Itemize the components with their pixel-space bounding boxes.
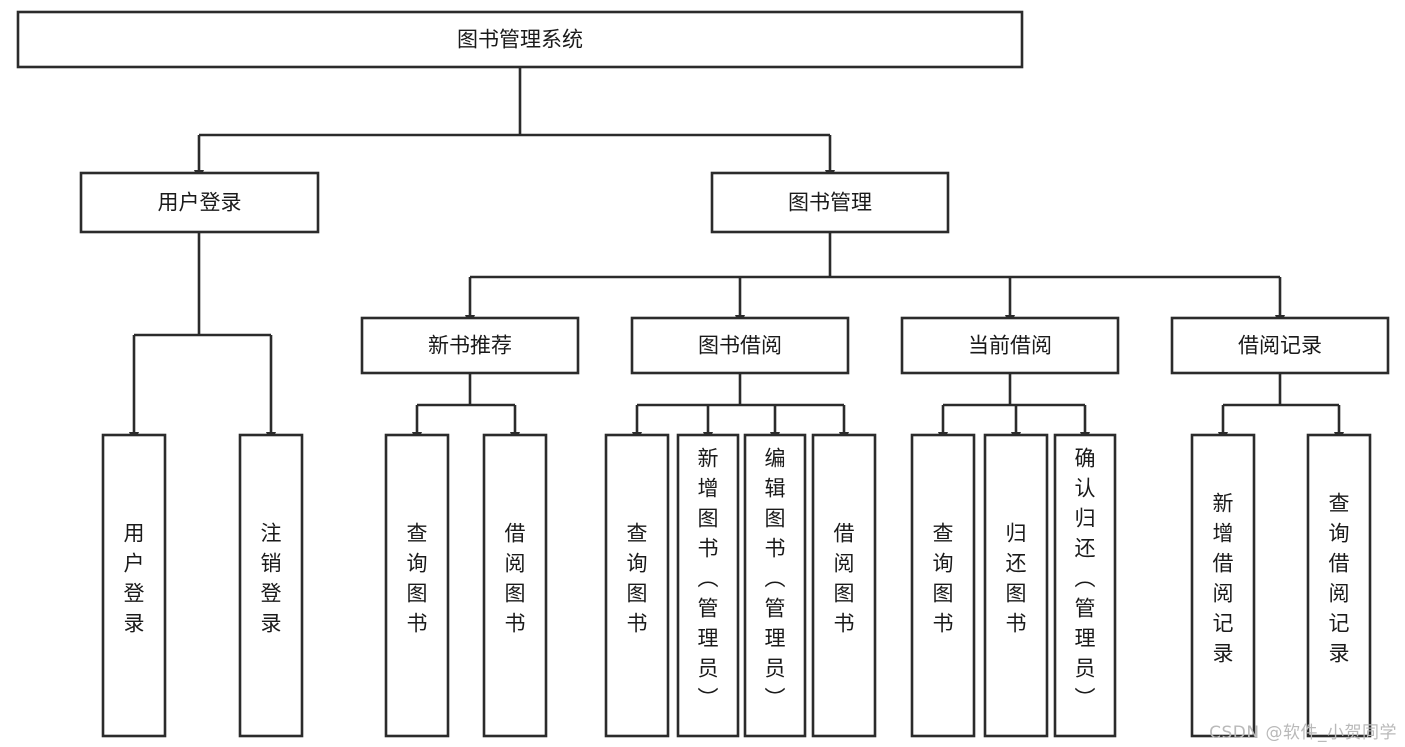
node-level3-借阅记录-3[interactable]: 借阅记录 — [1170, 316, 1390, 375]
node-label: 图书借阅 — [698, 334, 782, 358]
node-box-rect — [384, 433, 450, 738]
connector-lines — [129, 67, 1344, 443]
node-box-rect — [743, 433, 807, 738]
node-leaf-注销登录-1[interactable]: 注销登录 — [238, 433, 304, 738]
node-box-rect — [604, 433, 670, 738]
node-level3-新书推荐-0[interactable]: 新书推荐 — [360, 316, 580, 375]
node-label: 用户登录 — [158, 191, 242, 215]
node-level2-图书管理-1[interactable]: 图书管理 — [710, 171, 950, 234]
node-box-rect — [1053, 433, 1117, 738]
node-label: 查询图书 — [933, 522, 954, 636]
node-box-rect — [360, 316, 580, 375]
node-root-图书管理系统-0[interactable]: 图书管理系统 — [16, 10, 1024, 69]
node-leaf-查询图书-4[interactable]: 查询图书 — [604, 433, 670, 738]
node-box-rect — [238, 433, 304, 738]
node-box-rect — [1170, 316, 1390, 375]
node-label: 新增图书︵管理员︶ — [698, 447, 719, 711]
node-leaf-归还图书-9[interactable]: 归还图书 — [983, 433, 1049, 738]
node-box-rect — [16, 10, 1024, 69]
node-leaf-查询图书-2[interactable]: 查询图书 — [384, 433, 450, 738]
node-label: 图书管理 — [788, 191, 872, 215]
node-leaf-新增图书管理员-5[interactable]: 新增图书︵管理员︶ — [676, 433, 740, 738]
node-leaf-新增借阅记录-11[interactable]: 新增借阅记录 — [1190, 433, 1256, 738]
node-box-rect — [983, 433, 1049, 738]
node-label: 借阅图书 — [505, 522, 526, 636]
node-boxes: 图书管理系统用户登录图书管理新书推荐图书借阅当前借阅借阅记录用户登录注销登录查询… — [16, 10, 1390, 738]
node-label: 当前借阅 — [968, 334, 1052, 358]
node-box-rect — [811, 433, 877, 738]
node-leaf-查询借阅记录-12[interactable]: 查询借阅记录 — [1306, 433, 1372, 738]
node-label: 借阅记录 — [1238, 334, 1322, 358]
node-label: 借阅图书 — [834, 522, 855, 636]
node-label: 新增借阅记录 — [1213, 492, 1234, 666]
node-label: 编辑图书︵管理员︶ — [765, 447, 786, 711]
node-level3-当前借阅-2[interactable]: 当前借阅 — [900, 316, 1120, 375]
node-box-rect — [482, 433, 548, 738]
node-box-rect — [630, 316, 850, 375]
node-level2-用户登录-0[interactable]: 用户登录 — [79, 171, 320, 234]
node-label: 查询图书 — [627, 522, 648, 636]
node-box-rect — [101, 433, 167, 738]
node-leaf-借阅图书-3[interactable]: 借阅图书 — [482, 433, 548, 738]
node-leaf-借阅图书-7[interactable]: 借阅图书 — [811, 433, 877, 738]
node-leaf-查询图书-8[interactable]: 查询图书 — [910, 433, 976, 738]
node-box-rect — [79, 171, 320, 234]
node-leaf-编辑图书管理员-6[interactable]: 编辑图书︵管理员︶ — [743, 433, 807, 738]
node-box-rect — [676, 433, 740, 738]
node-box-rect — [910, 433, 976, 738]
node-label: 查询图书 — [407, 522, 428, 636]
node-box-rect — [1190, 433, 1256, 738]
node-box-rect — [900, 316, 1120, 375]
node-leaf-用户登录-0[interactable]: 用户登录 — [101, 433, 167, 738]
node-box-rect — [710, 171, 950, 234]
node-leaf-确认归还管理员-10[interactable]: 确认归还︵管理员︶ — [1053, 433, 1117, 738]
csdn-watermark: CSDN @软件_小贺同学 — [1209, 723, 1397, 743]
node-label: 用户登录 — [124, 522, 145, 636]
node-level3-图书借阅-1[interactable]: 图书借阅 — [630, 316, 850, 375]
node-label: 注销登录 — [261, 522, 282, 636]
node-label: 图书管理系统 — [457, 28, 583, 52]
node-label: 确认归还︵管理员︶ — [1075, 447, 1096, 711]
node-label: 归还图书 — [1006, 522, 1027, 636]
node-box-rect — [1306, 433, 1372, 738]
node-label: 查询借阅记录 — [1329, 492, 1350, 666]
node-label: 新书推荐 — [428, 334, 512, 358]
